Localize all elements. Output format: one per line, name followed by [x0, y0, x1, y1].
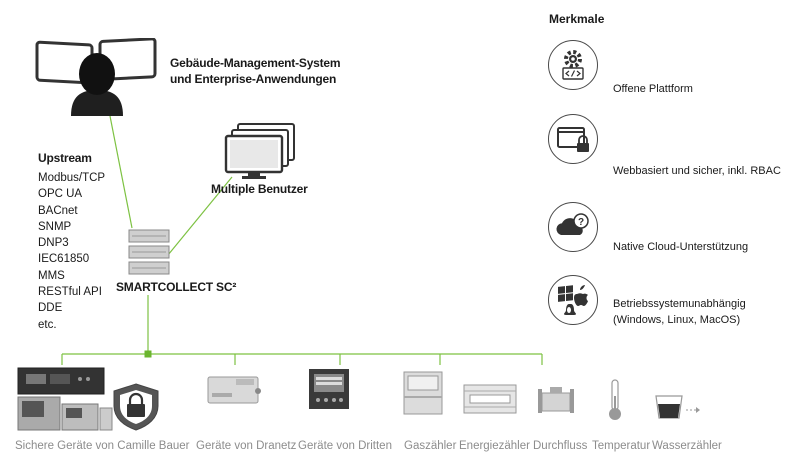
svg-text:?: ? [578, 217, 584, 228]
feature-label: Offene Plattform [613, 83, 693, 95]
smartcollect-label: SMARTCOLLECT SC² [116, 280, 237, 294]
feature-label-line1: Betriebssystemunabhängig [613, 298, 746, 310]
thermometer-icon [605, 378, 625, 427]
server-stack-icon [128, 229, 170, 282]
device-label: Geräte von Dritten [298, 440, 392, 452]
multiple-monitors-icon [222, 122, 302, 187]
upstream-title: Upstream [38, 151, 92, 165]
protocol-item: IEC61850 [38, 253, 90, 266]
protocol-list: Modbus/TCP OPC UA BACnet SNMP DNP3 IEC61… [38, 170, 105, 333]
protocol-item: Modbus/TCP [38, 172, 106, 184]
bus-hub-node [144, 350, 152, 358]
protocol-item: DNP3 [38, 237, 69, 250]
feature-label: Webbasiert und sicher, inkl. RBAC [613, 165, 781, 177]
protocol-item: BACnet [38, 204, 78, 217]
protocol-item: SNMP [38, 220, 72, 233]
cloud-question-icon: ? [548, 202, 598, 252]
water-meter-icon [652, 390, 702, 427]
device-label: Geräte von Dranetz [196, 440, 297, 452]
protocol-item: RESTful API [38, 286, 102, 299]
multiple-users-label: Multiple Benutzer [211, 182, 308, 196]
energy-meter-icon [462, 383, 518, 420]
device-label: Energiezähler [459, 440, 530, 452]
third-party-meter-icon [308, 368, 350, 415]
gas-meter-icon [402, 370, 444, 421]
camille-bauer-devices-icon [16, 366, 161, 437]
users-connector [167, 176, 233, 256]
device-label: Gaszähler [404, 440, 457, 452]
gear-code-icon [548, 40, 598, 90]
protocol-item: OPC UA [38, 188, 83, 201]
operator-workstation-icon [35, 37, 160, 123]
device-label: Sichere Geräte von Camille Bauer [15, 440, 190, 452]
feature-label-line2: (Windows, Linux, MacOS) [613, 314, 741, 326]
gms-title-line1: Gebäude-Management-System [170, 56, 341, 70]
feature-label: Native Cloud-Unterstützung [613, 241, 749, 253]
device-drop-lines [61, 354, 543, 365]
device-label: Wasserzähler [652, 440, 722, 452]
protocol-item: etc. [38, 318, 57, 331]
device-label: Durchfluss [533, 440, 588, 452]
gms-connector [109, 115, 133, 229]
protocol-item: DDE [38, 302, 63, 315]
flow-meter-icon [536, 385, 576, 422]
browser-lock-icon [548, 114, 598, 164]
dranetz-device-icon [206, 373, 264, 412]
os-logos-icon [548, 275, 598, 325]
device-label: Temperatur [592, 440, 651, 452]
protocol-item: MMS [38, 269, 65, 282]
gms-title-line2: und Enterprise-Anwendungen [170, 72, 337, 86]
features-title: Merkmale [549, 12, 605, 26]
